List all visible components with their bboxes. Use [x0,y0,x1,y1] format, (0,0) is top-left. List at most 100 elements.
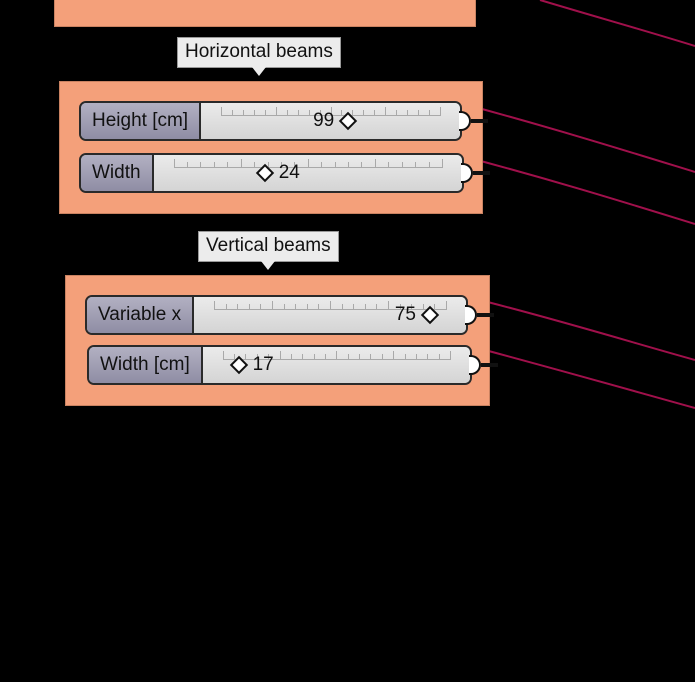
tick [214,301,216,310]
tick [415,162,417,168]
slider-value-height: 99 [313,110,335,131]
tick [393,351,395,360]
tick [352,110,354,116]
tick [253,110,255,116]
tick [173,159,175,168]
output-grip[interactable] [465,305,477,325]
output-wire-stub [477,313,494,317]
tick [334,162,336,168]
tick [388,301,390,310]
wire [467,296,695,361]
output-wire-stub [473,171,490,175]
group-vertical-beams[interactable]: Variable x 75 Width [cm] 17 [65,275,498,406]
tick [264,110,266,116]
slider-name-width: Width [81,155,154,191]
tick [321,162,323,168]
tick [401,162,403,168]
tick [374,110,376,116]
tick [248,304,250,310]
slider-value-variable-x: 75 [394,304,416,325]
tick-marks [214,301,447,320]
tick [396,110,398,116]
tick [242,110,244,116]
tick [227,162,229,168]
tick [347,354,349,360]
slider-name-height: Height [cm] [81,103,202,139]
tick [370,354,372,360]
tick [283,304,285,310]
tick [361,162,363,168]
slider-track-height[interactable]: 99 [201,103,460,139]
tick [240,159,242,168]
tick [306,304,308,310]
slider-width-cm[interactable]: Width [cm] 17 [87,345,498,385]
tick [302,354,304,360]
tick [450,351,451,360]
slider-track-variable-x[interactable]: 75 [194,297,466,333]
slider-value-width: 24 [278,162,300,183]
slider-track-width-cm[interactable]: 17 [202,347,470,383]
tick [364,304,366,310]
tick [286,110,288,116]
tick [308,110,310,116]
wire [469,345,695,409]
tick [427,354,429,360]
tick [388,162,390,168]
tick [260,304,262,310]
tick [272,301,274,310]
tick [295,304,297,310]
slider-height[interactable]: Height [cm] 99 [79,101,488,141]
tick [341,304,343,310]
slider-value-width-cm: 17 [252,354,274,375]
tick [359,354,361,360]
tick [434,304,436,310]
tick [319,110,321,116]
slider-variable-x[interactable]: Variable x 75 [85,295,494,335]
tick [297,110,299,116]
tick [353,304,355,310]
tick [221,107,223,116]
wire [539,0,695,47]
tick [348,162,350,168]
output-grip[interactable] [461,163,473,183]
tick [268,354,270,360]
tick [440,107,441,116]
tick [407,110,409,116]
tick [442,159,443,168]
tick [325,354,326,360]
tick [422,304,424,310]
tick [245,354,247,360]
tick [418,110,420,116]
output-grip[interactable] [459,111,471,131]
tick [363,110,365,116]
tick [415,354,417,360]
tick [234,354,236,360]
slider-width[interactable]: Width 24 [79,153,490,193]
tick [381,354,383,360]
tick [428,162,430,168]
tick [237,304,239,310]
group-label-horizontal-beams: Horizontal beams [177,37,341,76]
tick [336,351,338,360]
tick [385,107,387,116]
tick [222,351,224,360]
tick [313,354,315,360]
tick [225,304,227,310]
wire [461,155,695,225]
tick [290,354,292,360]
group-partial-top [54,0,476,27]
tick [341,110,343,116]
group-label-vertical-beams: Vertical beams [198,231,339,270]
wire [459,102,695,173]
tick [404,354,406,360]
tick [374,159,376,168]
tick [254,162,256,168]
tick-marks [221,107,441,126]
tick-marks [173,159,443,178]
slider-track-width[interactable]: 24 [153,155,462,191]
tick [267,162,269,168]
group-horizontal-beams[interactable]: Height [cm] 99 Width 24 [59,81,490,214]
output-grip[interactable] [469,355,481,375]
tick [318,304,320,310]
tick [279,351,281,360]
